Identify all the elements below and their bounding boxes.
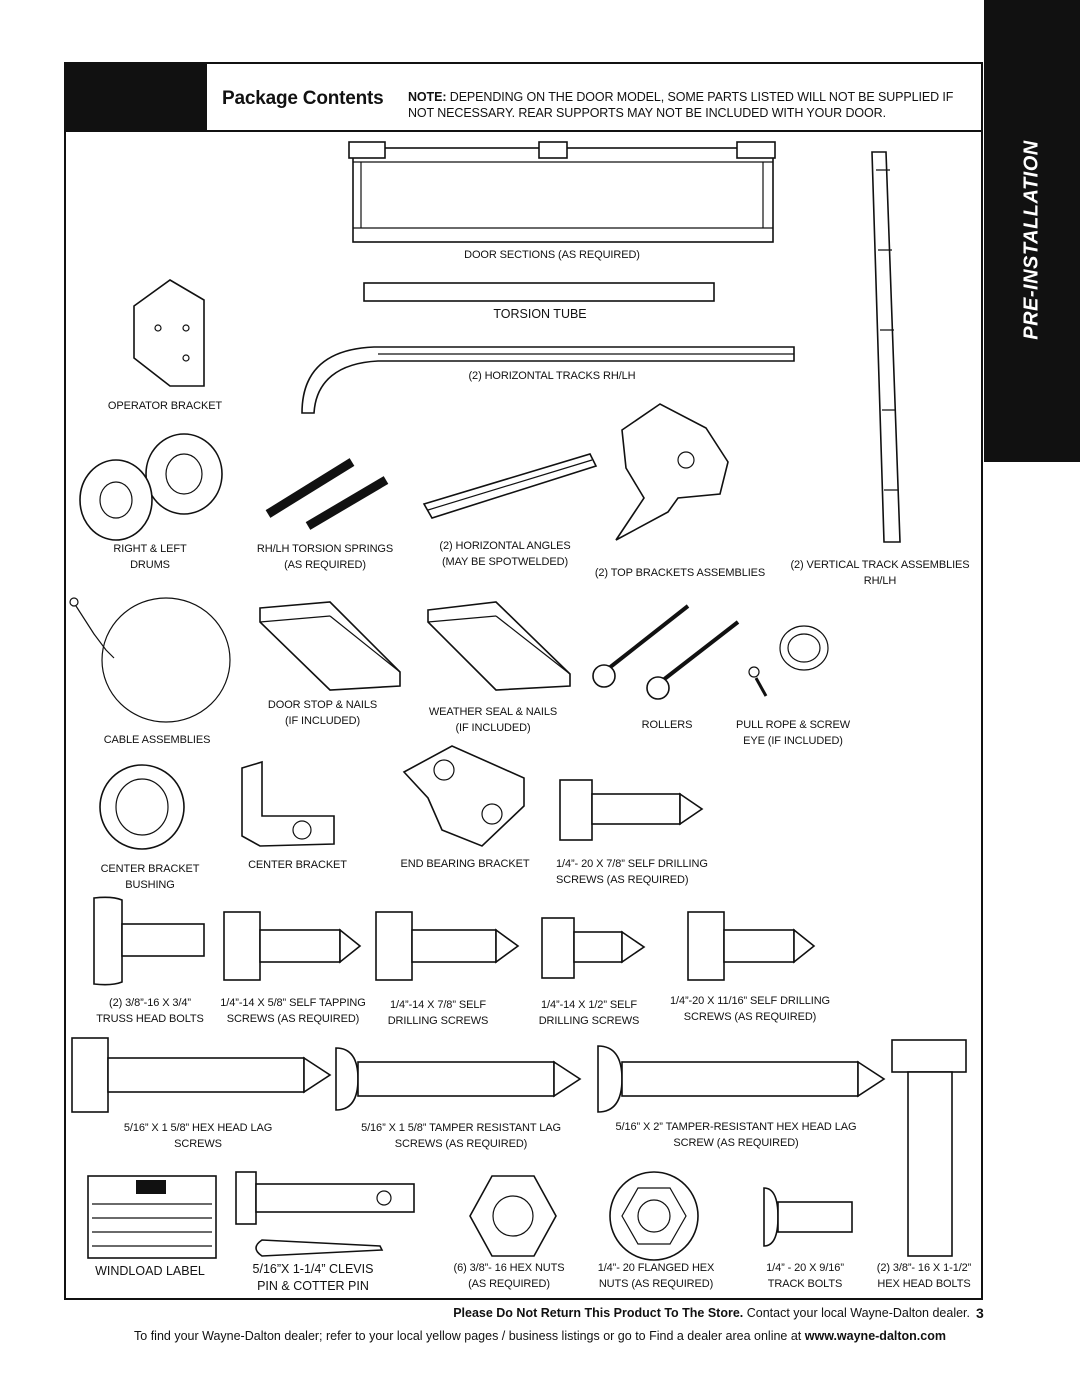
self-tapping-label: 1/4”-14 X 5/8” SELF TAPPING SCREWS (AS R… xyxy=(220,997,366,1025)
top-brackets-illustration xyxy=(615,403,729,541)
pull-rope-label: PULL ROPE & SCREW EYE (IF INCLUDED) xyxy=(735,719,851,747)
tamper-hex-lag-screw-illustration xyxy=(597,1045,886,1113)
weather-seal-label: WEATHER SEAL & NAILS (IF INCLUDED) xyxy=(428,706,558,734)
clevis-pin-label: 5/16”X 1-1/4” CLEVIS PIN & COTTER PIN xyxy=(252,1262,374,1293)
drilling-78-label: 1/4”-14 X 7/8” SELF DRILLING SCREWS xyxy=(387,999,489,1027)
section-tab-label-wrap: PRE-INSTALLATION xyxy=(984,0,1080,462)
torsion-springs-illustration xyxy=(265,458,389,530)
center-bracket-label: CENTER BRACKET xyxy=(248,859,347,871)
drilling-12-screw-illustration xyxy=(541,917,646,979)
torsion-tube-label: TORSION TUBE xyxy=(493,307,587,321)
dealer-website-link[interactable]: www.wayne-dalton.com xyxy=(804,1329,946,1343)
flanged-hex-nut-illustration xyxy=(609,1171,699,1261)
windload-label-illustration xyxy=(87,1175,217,1259)
drums-illustration xyxy=(79,433,223,541)
horizontal-angles-illustration xyxy=(422,453,598,519)
page-number: 3 xyxy=(976,1305,984,1321)
hex-lag-screw-illustration xyxy=(71,1037,332,1113)
self-tapping-screw-illustration xyxy=(223,911,362,981)
drilling-1116-screw-illustration xyxy=(687,911,816,981)
horizontal-tracks-label: (2) HORIZONTAL TRACKS RH/LH xyxy=(468,370,636,382)
hex-lag-label: 5/16” X 1 5/8” HEX HEAD LAG SCREWS xyxy=(123,1122,273,1150)
footer-dealer-info: To find your Wayne-Dalton dealer; refer … xyxy=(40,1329,1040,1343)
page-frame xyxy=(64,62,983,1300)
hex-head-bolts-label: (2) 3/8”- 16 X 1-1/2” HEX HEAD BOLTS xyxy=(876,1262,972,1290)
weather-seal-illustration xyxy=(427,601,571,691)
vertical-track-label: (2) VERTICAL TRACK ASSEMBLIES RH/LH xyxy=(790,559,970,587)
door-sections-illustration xyxy=(348,141,776,243)
door-stop-label: DOOR STOP & NAILS (IF INCLUDED) xyxy=(267,699,378,727)
torsion-tube-illustration xyxy=(363,282,715,302)
torsion-springs-label: RH/LH TORSION SPRINGS (AS REQUIRED) xyxy=(256,543,394,571)
footer-return-text: Contact your local Wayne-Dalton dealer. xyxy=(743,1306,970,1320)
footer-return-bold: Please Do Not Return This Product To The… xyxy=(453,1306,744,1320)
track-bolt-illustration xyxy=(763,1187,853,1247)
tamper-lag-label: 5/16” X 1 5/8” TAMPER RESISTANT LAG SCRE… xyxy=(361,1122,561,1150)
rollers-illustration xyxy=(592,604,740,700)
tamper-hex-lag-label: 5/16” X 2” TAMPER-RESISTANT HEX HEAD LAG… xyxy=(615,1121,857,1149)
hex-head-bolt-illustration xyxy=(891,1039,967,1257)
door-stop-illustration xyxy=(259,601,401,691)
section-tab xyxy=(984,0,1080,462)
windload-label-text: WINDLOAD LABEL xyxy=(95,1264,205,1278)
center-bracket-bushing-illustration xyxy=(99,764,185,850)
footer-return-notice: Please Do Not Return This Product To The… xyxy=(70,1306,970,1320)
horizontal-tracks-illustration xyxy=(301,346,795,414)
header-divider xyxy=(64,130,983,132)
truss-head-bolt-illustration xyxy=(93,896,205,986)
cable-assemblies-illustration xyxy=(69,597,231,723)
header-black-block xyxy=(64,62,207,130)
pull-rope-illustration xyxy=(748,625,829,697)
door-sections-label: DOOR SECTIONS (AS REQUIRED) xyxy=(464,249,640,261)
hex-nut-illustration xyxy=(469,1175,557,1257)
page-title: Package Contents xyxy=(222,88,384,109)
top-brackets-label: (2) TOP BRACKETS ASSEMBLIES xyxy=(594,567,766,579)
end-bearing-bracket-label: END BEARING BRACKET xyxy=(400,858,530,870)
self-drilling-78-label: 1/4”- 20 X 7/8” SELF DRILLING SCREWS (AS… xyxy=(556,858,708,886)
note-label: NOTE: xyxy=(408,90,447,104)
vertical-track-illustration xyxy=(871,151,901,543)
center-bracket-bushing-label: CENTER BRACKET BUSHING xyxy=(100,863,200,891)
drilling-78-screw-illustration xyxy=(375,911,520,981)
operator-bracket-illustration xyxy=(133,279,205,387)
drums-label: RIGHT & LEFT DRUMS xyxy=(113,543,187,571)
section-tab-label: PRE-INSTALLATION xyxy=(1020,140,1043,340)
center-bracket-illustration xyxy=(241,760,335,847)
track-bolts-label: 1/4” - 20 X 9/16” TRACK BOLTS xyxy=(766,1262,844,1290)
clevis-pin-illustration xyxy=(235,1171,415,1257)
horizontal-angles-label: (2) HORIZONTAL ANGLES (MAY BE SPOTWELDED… xyxy=(439,540,571,568)
truss-head-bolts-label: (2) 3/8”-16 X 3/4” TRUSS HEAD BOLTS xyxy=(96,997,204,1025)
footer-dealer-text: To find your Wayne-Dalton dealer; refer … xyxy=(134,1329,805,1343)
drilling-12-label: 1/4”-14 X 1/2” SELF DRILLING SCREWS xyxy=(538,999,640,1027)
cable-assemblies-label: CABLE ASSEMBLIES xyxy=(103,734,211,746)
note-text: DEPENDING ON THE DOOR MODEL, SOME PARTS … xyxy=(408,90,954,120)
end-bearing-bracket-illustration xyxy=(402,745,525,847)
flanged-hex-label: 1/4”- 20 FLANGED HEX NUTS (AS REQUIRED) xyxy=(597,1262,715,1290)
self-drilling-78-screw-illustration xyxy=(559,779,704,841)
drilling-1116-label: 1/4”-20 X 11/16” SELF DRILLING SCREWS (A… xyxy=(669,995,831,1023)
rollers-label: ROLLERS xyxy=(641,719,693,731)
tamper-lag-screw-illustration xyxy=(335,1047,582,1111)
hex-nuts-label: (6) 3/8”- 16 HEX NUTS (AS REQUIRED) xyxy=(453,1262,565,1290)
operator-bracket-label: OPERATOR BRACKET xyxy=(107,400,223,412)
header-note: NOTE: DEPENDING ON THE DOOR MODEL, SOME … xyxy=(408,89,978,121)
